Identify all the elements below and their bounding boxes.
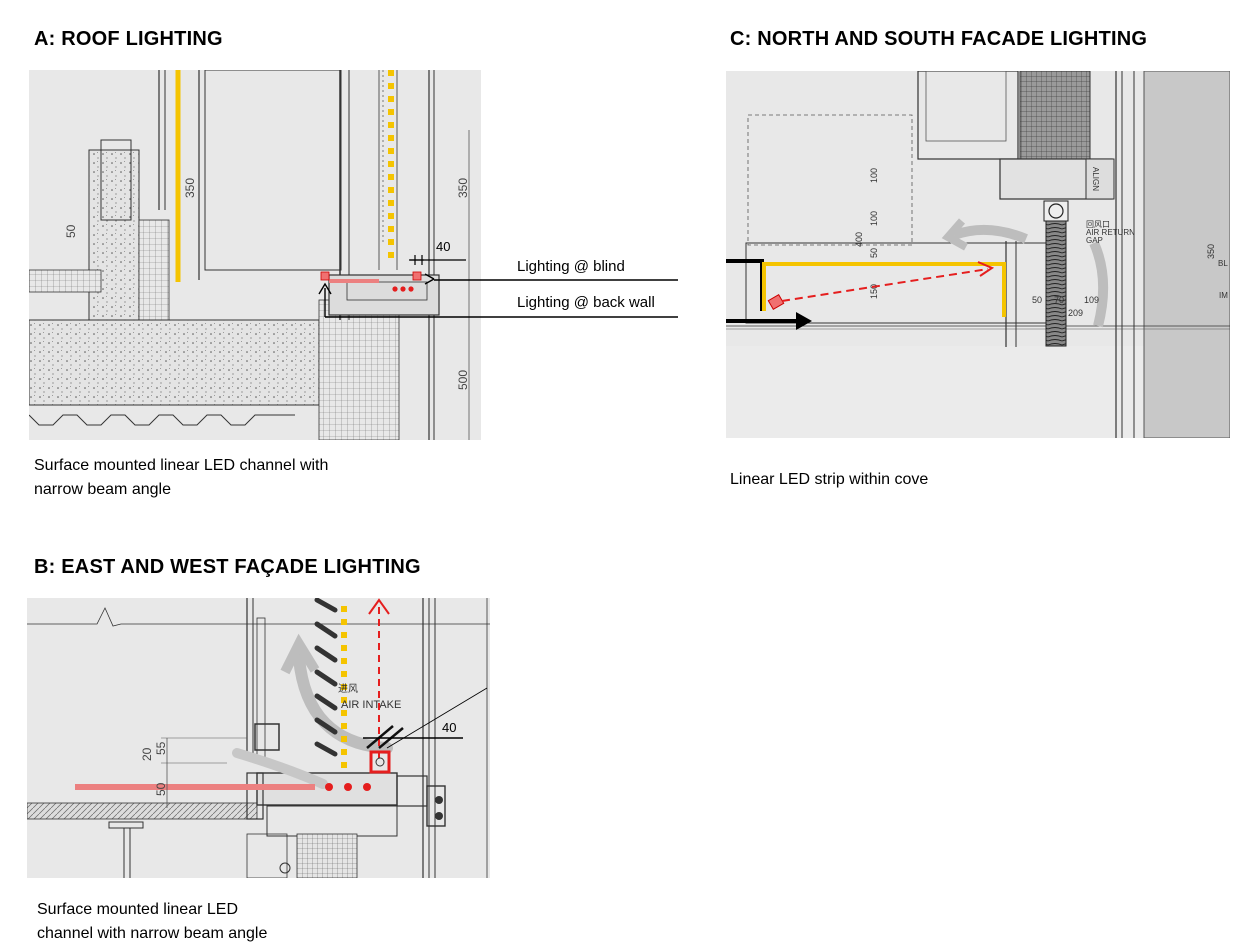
ns-light-beam xyxy=(781,268,989,302)
roof-lighting-title: A: ROOF LIGHTING xyxy=(34,28,223,50)
ew-led-dot xyxy=(344,783,352,791)
east-west-caption-line1: Surface mounted linear LED xyxy=(37,901,238,918)
ns-label-bl: BL xyxy=(1218,259,1228,268)
ns-dim-209: 209 xyxy=(1068,308,1083,318)
east-west-section-svg: 进风 AIR INTAKE 40 55 20 50 xyxy=(27,598,490,878)
ns-mesh-panel xyxy=(1019,71,1091,162)
roof-section-svg: 100 350 350 50 500 xyxy=(29,70,470,440)
north-south-caption: Linear LED strip within cove xyxy=(730,471,929,488)
ns-dim-100b: 100 xyxy=(869,211,879,226)
ns-dim-50: 50 xyxy=(869,248,879,258)
roof-mesh-column xyxy=(138,219,170,321)
ns-dim-400: 400 xyxy=(854,232,864,247)
callout-lighting-at-back-wall: Lighting @ back wall xyxy=(517,294,655,311)
ns-light-source xyxy=(767,293,785,311)
ew-dim-55: 55 xyxy=(154,741,168,755)
north-south-lighting-drawing: ALIGN 100 100 400 50 150 50 70 109 209 3… xyxy=(726,71,1230,438)
roof-parapet-mesh xyxy=(29,269,102,293)
ns-cove-outline xyxy=(747,114,913,246)
roof-caption-line2: narrow beam angle xyxy=(34,481,171,498)
roof-caption-line1: Surface mounted linear LED channel with xyxy=(34,457,329,474)
ns-fan-coil xyxy=(1045,220,1067,347)
ew-dim-40: 40 xyxy=(442,720,456,735)
ns-dim-50b: 50 xyxy=(1032,295,1042,305)
ew-floor-band xyxy=(27,802,258,820)
ew-light-source-up xyxy=(369,750,391,774)
east-west-lighting-title: B: EAST AND WEST FAÇADE LIGHTING xyxy=(34,556,421,578)
roof-led-dot xyxy=(392,286,398,292)
roof-dim-350a: 350 xyxy=(183,178,197,198)
roof-inner-panel xyxy=(204,70,342,271)
ns-upper-box xyxy=(917,71,1019,160)
ew-air-intake: AIR INTAKE xyxy=(341,699,401,711)
ns-dim-350: 350 xyxy=(1206,244,1216,259)
ew-louvers xyxy=(314,598,338,757)
roof-led-dot xyxy=(408,286,414,292)
ns-led-strip-cove xyxy=(762,262,1006,317)
ns-align-text: ALIGN xyxy=(1091,167,1100,191)
north-south-section-svg: ALIGN 100 100 400 50 150 50 70 109 209 3… xyxy=(726,71,1230,438)
ns-cove-edge xyxy=(726,259,764,311)
roof-led-dot xyxy=(400,286,406,292)
callout-lighting-at-blind: Lighting @ blind xyxy=(517,258,625,275)
ns-dim-150: 150 xyxy=(869,284,879,299)
roof-light-back-wall xyxy=(320,271,330,281)
roof-upstand xyxy=(100,139,132,221)
ns-air-return-cn: 回风口 xyxy=(1086,220,1110,229)
ns-dim-100a: 100 xyxy=(869,168,879,183)
east-west-caption: Surface mounted linear LED channel with … xyxy=(37,898,267,946)
ns-dim-109: 109 xyxy=(1084,295,1099,305)
ns-label-im: IM xyxy=(1219,291,1228,300)
ew-led-dot xyxy=(325,783,333,791)
ew-dim-20: 20 xyxy=(140,747,154,761)
roof-dim-50: 50 xyxy=(64,224,78,238)
roof-dim-40: 40 xyxy=(436,239,451,254)
ns-air-return: AIR RETURN xyxy=(1086,228,1135,237)
roof-mesh-lower xyxy=(318,299,400,440)
ew-air-intake-cn: 进风 xyxy=(338,683,358,695)
roof-light-blind xyxy=(412,271,422,281)
ns-air-return-arrow xyxy=(952,224,1028,244)
roof-caption: Surface mounted linear LED channel with … xyxy=(34,454,328,502)
east-west-caption-line2: channel with narrow beam angle xyxy=(37,925,268,942)
north-south-lighting-title: C: NORTH AND SOUTH FACADE LIGHTING xyxy=(730,28,1148,50)
ew-mesh-block xyxy=(296,833,358,878)
ns-dim-70: 70 xyxy=(1054,295,1064,305)
roof-dim-350b: 350 xyxy=(456,178,470,198)
ns-right-wall xyxy=(1143,71,1230,438)
east-west-lighting-drawing: 进风 AIR INTAKE 40 55 20 50 xyxy=(27,598,490,878)
ns-gap: GAP xyxy=(1086,236,1103,245)
ew-led-dot xyxy=(363,783,371,791)
roof-slab xyxy=(29,319,320,406)
roof-lighting-drawing: 100 350 350 50 500 xyxy=(29,70,481,440)
roof-dim-500: 500 xyxy=(456,370,470,390)
ew-dim-50: 50 xyxy=(154,782,168,796)
